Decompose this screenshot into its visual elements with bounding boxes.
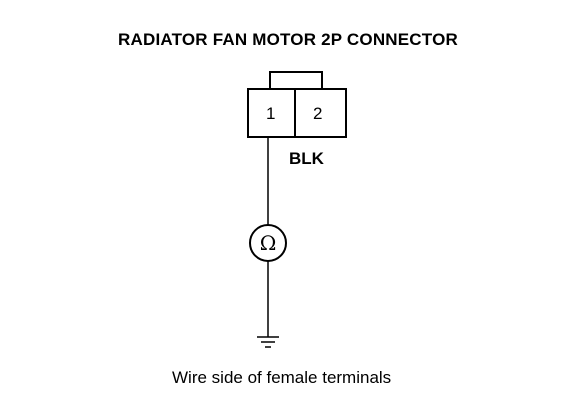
connector-body	[247, 88, 347, 138]
connector-lock-tab	[269, 71, 323, 90]
ohm-icon: Ω	[260, 231, 277, 255]
ground-icon	[257, 336, 279, 348]
diagram-caption: Wire side of female terminals	[172, 368, 392, 387]
wire-color-label: BLK	[289, 149, 325, 168]
pin-2-label: 2	[313, 104, 322, 123]
diagram-title: RADIATOR FAN MOTOR 2P CONNECTOR	[118, 30, 458, 49]
pin-1-label: 1	[266, 104, 275, 123]
